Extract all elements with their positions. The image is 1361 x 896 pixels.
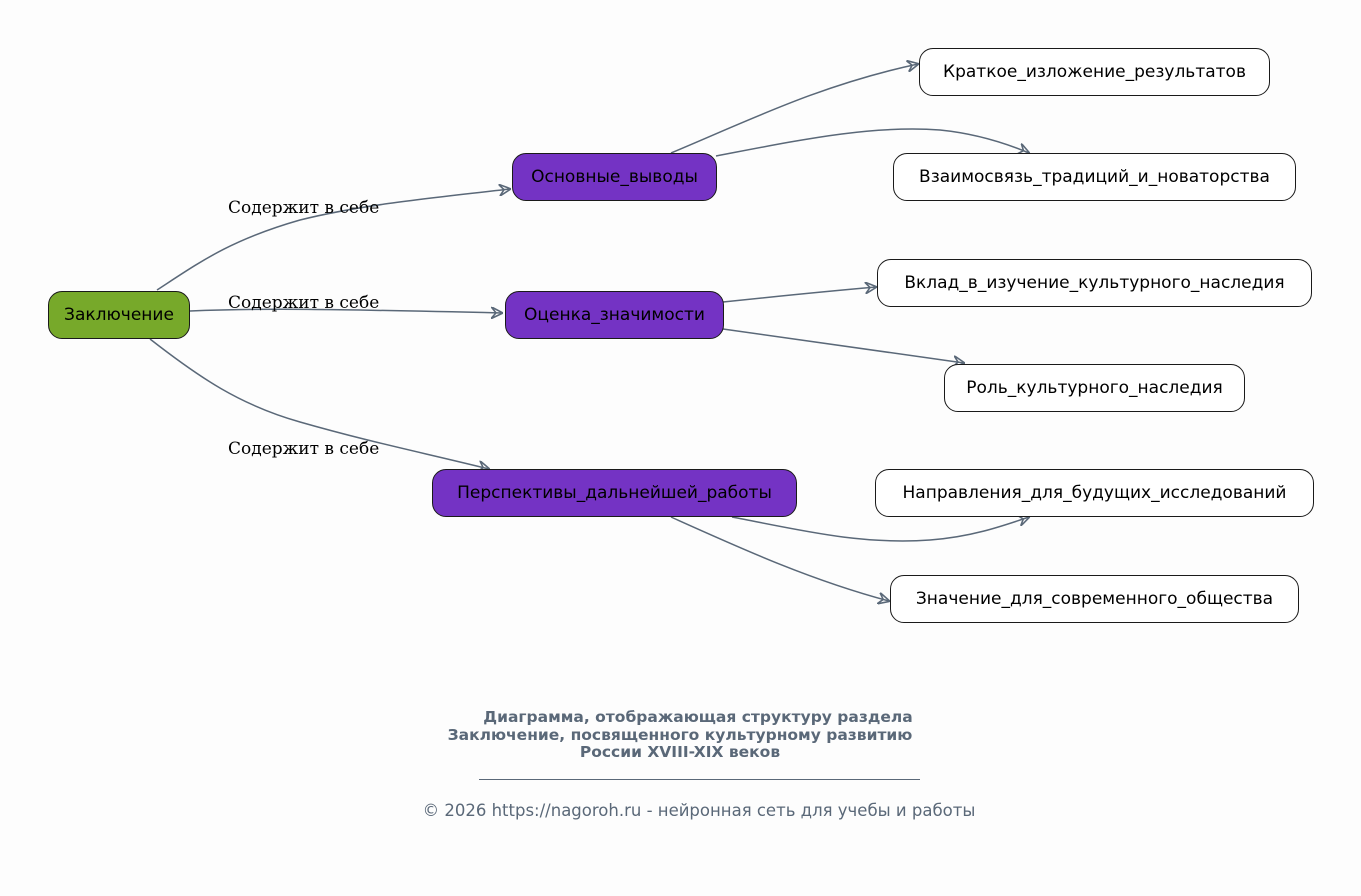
edge-label-2: Содержит в себе bbox=[228, 293, 380, 313]
caption-line-3: России XVIII-XIX веков bbox=[579, 743, 781, 761]
node-rol-label: Роль_культурного_наследия bbox=[966, 378, 1223, 398]
edge-osnovnye-to-kratkoe bbox=[670, 64, 918, 154]
edge-root-to-ocenka-znachimosti bbox=[189, 309, 502, 313]
node-perspektivy[interactable]: Перспективы_дальнейшей_работы bbox=[432, 469, 797, 517]
node-vklad[interactable]: Вклад_в_изучение_культурного_наследия bbox=[877, 259, 1312, 307]
edge-ocenka-to-rol bbox=[722, 328, 964, 363]
caption-line-1: Диаграмма, отображающая структуру раздел… bbox=[483, 708, 913, 726]
node-znachenie[interactable]: Значение_для_современного_общества bbox=[890, 575, 1299, 623]
edge-osnovnye-to-vzaimosvyaz bbox=[715, 128, 1029, 157]
node-osnovnye-vyvody-label: Основные_выводы bbox=[531, 167, 698, 187]
node-napravleniya[interactable]: Направления_для_будущих_исследований bbox=[875, 469, 1314, 517]
node-kratkoe-izlozhenie[interactable]: Краткое_изложение_результатов bbox=[919, 48, 1270, 96]
node-kratkoe-izlozhenie-label: Краткое_изложение_результатов bbox=[943, 62, 1246, 82]
node-vzaimosvyaz-label: Взаимосвязь_традиций_и_новаторства bbox=[919, 167, 1270, 187]
node-vklad-label: Вклад_в_изучение_культурного_наследия bbox=[904, 273, 1285, 293]
node-root-label: Заключение bbox=[64, 305, 174, 325]
node-vzaimosvyaz[interactable]: Взаимосвязь_традиций_и_новаторства bbox=[893, 153, 1296, 201]
edge-root-to-osnovnye-vyvody bbox=[156, 189, 510, 291]
node-root[interactable]: Заключение bbox=[48, 291, 190, 339]
node-znachenie-label: Значение_для_современного_общества bbox=[915, 589, 1274, 609]
caption-line-2: Заключение, посвященного культурному раз… bbox=[447, 726, 913, 744]
edge-perspektivy-to-napravleniya bbox=[731, 517, 1029, 542]
node-ocenka-znachimosti-label: Оценка_значимости bbox=[524, 305, 705, 325]
node-rol[interactable]: Роль_культурного_наследия bbox=[944, 364, 1245, 412]
node-osnovnye-vyvody[interactable]: Основные_выводы bbox=[512, 153, 717, 201]
node-ocenka-znachimosti[interactable]: Оценка_значимости bbox=[505, 291, 724, 339]
footer-copyright: © 2026 https://nagoroh.ru - нейронная се… bbox=[422, 801, 976, 820]
caption-divider bbox=[479, 779, 920, 780]
edge-root-to-perspektivy bbox=[149, 338, 489, 469]
node-perspektivy-label: Перспективы_дальнейшей_работы bbox=[457, 483, 772, 503]
edge-ocenka-to-vklad bbox=[722, 287, 876, 303]
edge-perspektivy-to-znachenie bbox=[670, 516, 889, 601]
edge-label-3: Содержит в себе bbox=[228, 439, 380, 459]
node-napravleniya-label: Направления_для_будущих_исследований bbox=[902, 483, 1287, 503]
edge-label-1: Содержит в себе bbox=[228, 198, 380, 218]
